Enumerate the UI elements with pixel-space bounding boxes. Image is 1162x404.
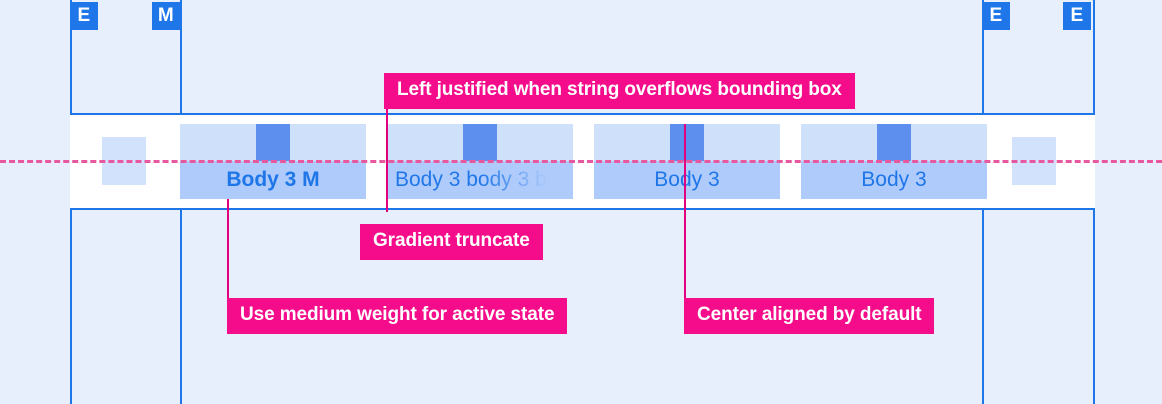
tab-icon-placeholder-icon <box>877 124 911 161</box>
annotation-gradient-truncate: Gradient truncate <box>360 224 543 260</box>
tab-icon-placeholder-icon <box>670 124 704 161</box>
tab-label: Body 3 body 3 b <box>387 161 547 199</box>
tab-label: Body 3 M <box>226 168 320 191</box>
tab-label: Body 3 <box>861 168 927 191</box>
tab-label-bar: Body 3 M <box>180 161 366 199</box>
tab-label-bar: Body 3 <box>801 161 987 199</box>
tab-label-bar: Body 3 body 3 b <box>387 161 573 199</box>
tab-label-bar: Body 3 <box>594 161 780 199</box>
badge-edge-left: E <box>70 2 98 30</box>
tab-icon-placeholder-icon <box>463 124 497 161</box>
connector-center-aligned <box>684 124 686 299</box>
horizontal-center-guide <box>0 160 1162 163</box>
annotation-center-aligned: Center aligned by default <box>684 298 935 334</box>
badge-edge-right-inner: E <box>982 2 1010 30</box>
badge-margin-left: M <box>152 2 180 30</box>
annotation-left-justified: Left justified when string overflows bou… <box>384 73 855 109</box>
badge-edge-right-outer: E <box>1063 2 1091 30</box>
connector-left-justified <box>386 105 388 212</box>
tab-icon-placeholder-icon <box>256 124 290 161</box>
tab-label: Body 3 <box>654 168 720 191</box>
annotation-use-medium-weight: Use medium weight for active state <box>227 298 568 334</box>
connector-use-medium-weight <box>227 199 229 299</box>
